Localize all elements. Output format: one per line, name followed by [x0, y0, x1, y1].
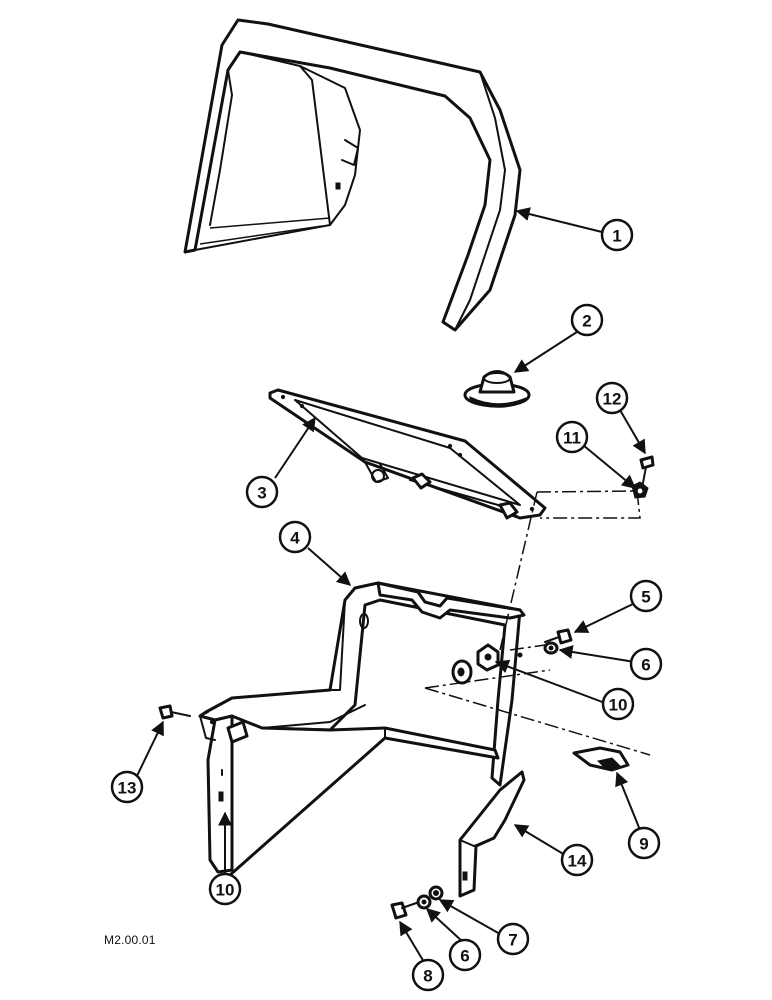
part-7-washer	[428, 885, 444, 901]
callout-label-9: 9	[639, 835, 648, 854]
callout-2: 2	[570, 303, 604, 337]
callout-4: 4	[278, 520, 312, 554]
callout-8: 8	[411, 958, 445, 992]
assembly-lines	[424, 490, 651, 756]
callout-6-lower: 6	[448, 938, 482, 972]
part-6-washer	[543, 641, 559, 655]
callout-label-2: 2	[582, 312, 591, 331]
part-13-bolt	[158, 704, 191, 720]
callout-label-14: 14	[568, 852, 587, 871]
callout-label-7: 7	[508, 931, 517, 950]
part-5-bolt	[544, 628, 573, 645]
callout-14: 14	[560, 843, 594, 877]
callout-label-11: 11	[563, 429, 581, 448]
callout-6-upper: 6	[629, 647, 663, 681]
callout-10-right: 10	[601, 687, 635, 721]
callout-label-1: 1	[612, 227, 621, 246]
callout-12: 12	[595, 381, 629, 415]
part-3-frame-plate	[268, 388, 547, 520]
callout-11: 11	[555, 420, 589, 454]
callout-label-12: 12	[603, 390, 622, 409]
callout-3: 3	[245, 475, 279, 509]
callout-label-13: 13	[118, 779, 137, 798]
callout-label-4: 4	[290, 529, 300, 548]
callout-7: 7	[496, 922, 530, 956]
callout-10-bottom: 10	[208, 872, 242, 906]
callout-label-8: 8	[423, 967, 432, 986]
callout-13: 13	[110, 770, 144, 804]
part-9-clip	[572, 746, 630, 772]
callout-label-5: 5	[641, 588, 650, 607]
drawing-code: M2.00.01	[104, 933, 156, 947]
part-12-screw	[639, 455, 655, 489]
callout-label-6: 6	[641, 656, 650, 675]
callout-label-10: 10	[609, 696, 628, 715]
callout-label-6: 6	[460, 947, 469, 966]
part-11-nut	[631, 481, 649, 499]
callout-9: 9	[627, 826, 661, 860]
part-14-angle-bracket	[458, 770, 526, 898]
callout-1: 1	[600, 218, 634, 252]
part-2-rubber-mount	[463, 370, 531, 408]
callout-5: 5	[629, 579, 663, 613]
callout-label-10: 10	[216, 881, 235, 900]
part-6-lock-washer	[416, 894, 432, 910]
part-1-cowl	[183, 18, 522, 332]
callout-label-3: 3	[257, 484, 266, 503]
callouts	[134, 207, 646, 963]
